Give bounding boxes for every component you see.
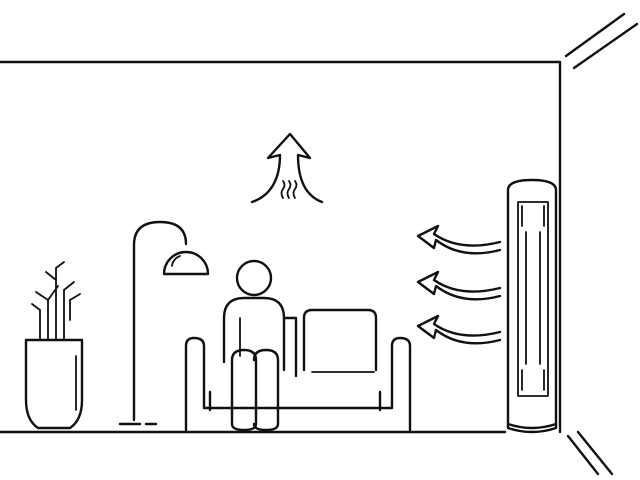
airflow-arrows-icon xyxy=(416,224,502,345)
potted-plant-icon xyxy=(24,261,84,430)
room-outline xyxy=(0,12,639,476)
sofa-icon xyxy=(184,308,412,432)
seated-person-icon xyxy=(222,259,286,432)
floor-standing-air-conditioner-icon xyxy=(506,178,558,434)
heat-rising-arrow-icon xyxy=(250,132,324,204)
floor-lamp-icon xyxy=(118,220,210,426)
